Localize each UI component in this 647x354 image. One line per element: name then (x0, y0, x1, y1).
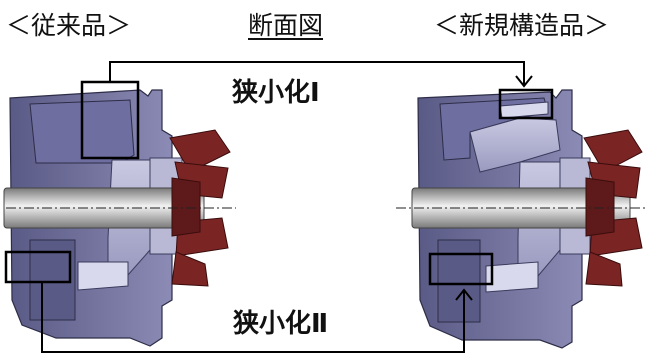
title-conventional-product: ＜従来品＞ (6, 11, 132, 40)
highlight-box-bottom-right (428, 252, 494, 286)
new-structure-product-section (396, 89, 647, 349)
connector-arrow-top (109, 61, 533, 88)
highlight-box-bottom-left (4, 250, 72, 284)
highlight-box-top-right (498, 88, 554, 120)
label-narrowing-2: 狭小化Ⅱ (233, 309, 329, 339)
impeller-left (169, 129, 231, 287)
conventional-product-section (3, 89, 236, 347)
label-narrowing-1: 狭小化Ⅰ (232, 78, 320, 108)
impeller-right (583, 129, 643, 287)
title-new-structure-product: ＜新規構造品＞ (434, 11, 610, 40)
title-cross-section: 断面図 (248, 11, 324, 40)
connector-arrow-bottom (41, 282, 473, 353)
